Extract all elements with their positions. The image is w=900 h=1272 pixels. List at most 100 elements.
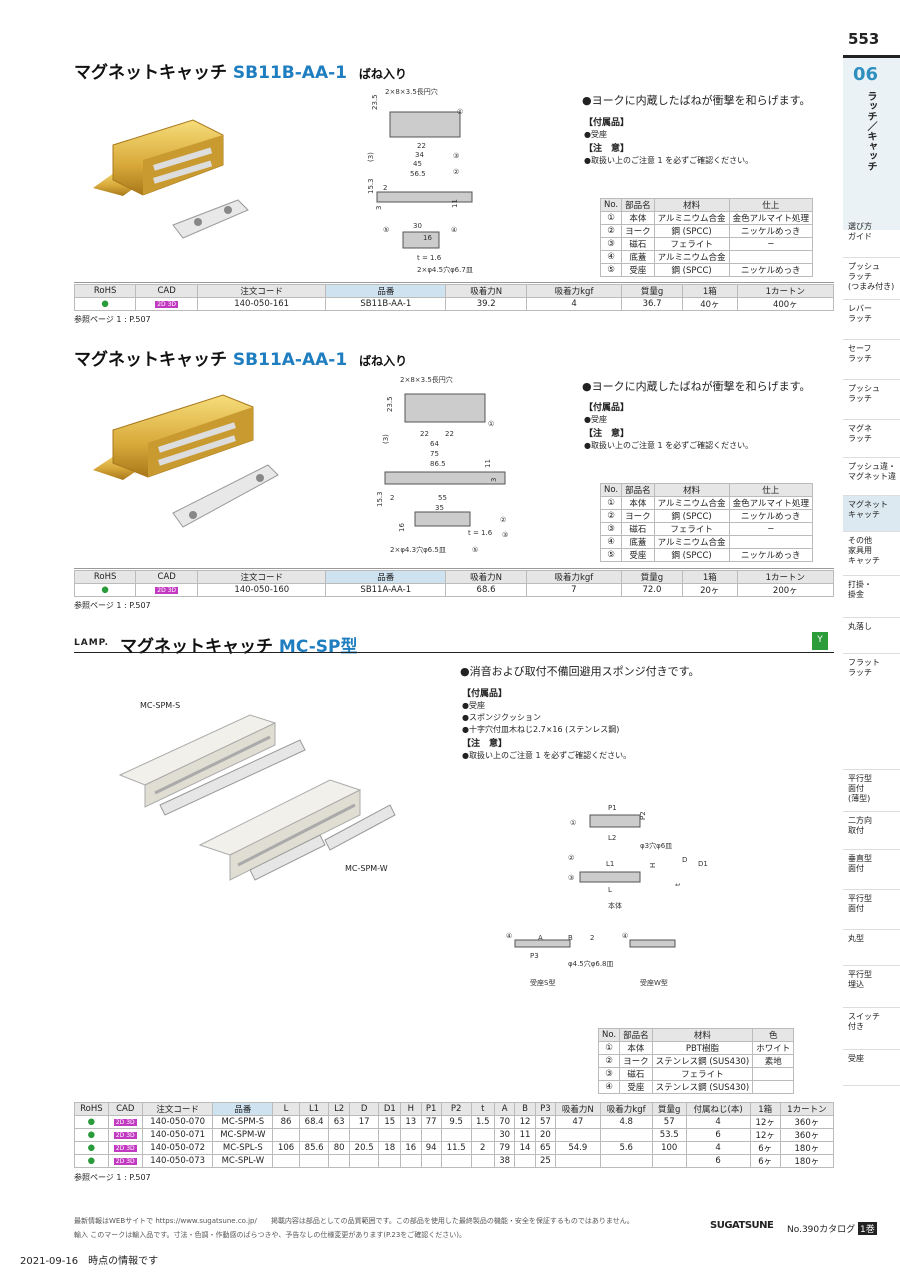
- table-cell: ヨーク: [621, 224, 655, 238]
- table-cell: アルミニウム合金: [653, 496, 730, 510]
- table-cell: 68.4: [298, 1115, 330, 1129]
- table-header-cell: RoHS: [74, 1102, 109, 1116]
- s2-ref[interactable]: 参照ページ 1 : P.507: [74, 601, 151, 610]
- s2-sub: ばね入り: [359, 354, 408, 368]
- side-nav-item[interactable]: 選び方 ガイド: [843, 218, 900, 258]
- table-header-cell: 質量g: [620, 570, 683, 584]
- side-nav-item[interactable]: 垂直型 面付: [843, 850, 900, 890]
- dimension-label: 2: [590, 934, 594, 942]
- table-cell: [470, 1128, 495, 1142]
- table-cell[interactable]: 2D 3D: [107, 1154, 143, 1168]
- table-cell: [752, 1080, 795, 1094]
- side-nav-item[interactable]: その他 家具用 キャッチ: [843, 532, 900, 576]
- table-header-cell: 部品名: [619, 1028, 653, 1042]
- footer-line-1: 最新情報はWEBサイトで https://www.sugatsune.co.jp…: [74, 1217, 634, 1225]
- s3-ref[interactable]: 参照ページ 1 : P.507: [74, 1173, 151, 1182]
- s2-accessory: ●受座: [584, 415, 607, 424]
- side-nav-item[interactable]: 平行型 面付: [843, 890, 900, 930]
- s2-notes: 【付属品】 ●受座 【注 意】 ●取扱い上のご注意 1 を必ずご確認ください。: [584, 400, 753, 452]
- dimension-label: ⑤: [472, 546, 478, 554]
- table-cell: [328, 1128, 350, 1142]
- s1-ref[interactable]: 参照ページ 1 : P.507: [74, 315, 151, 324]
- side-nav-item[interactable]: マグネ ラッチ: [843, 420, 900, 458]
- table-cell: SB11B-AA-1: [325, 297, 447, 311]
- dimension-label: ①: [488, 420, 494, 428]
- table-cell[interactable]: 2D 3D: [135, 583, 199, 597]
- dimension-label: 2: [390, 494, 394, 502]
- table-header-cell: B: [514, 1102, 536, 1116]
- s1-accessory: ●受座: [584, 130, 607, 139]
- table-cell[interactable]: 2D 3D: [135, 297, 199, 311]
- dimension-label: 15.3: [376, 491, 384, 507]
- table-cell: 11.5: [440, 1141, 472, 1155]
- table-cell: [728, 250, 813, 264]
- table-header-cell: 品番: [325, 570, 447, 584]
- dimension-label: t = 1.6: [468, 529, 493, 537]
- side-nav-item[interactable]: プッシュ ラッチ (つまみ付き): [843, 258, 900, 300]
- table-cell: 38: [493, 1154, 516, 1168]
- table-cell: 7: [525, 583, 622, 597]
- dimension-label: 本体: [608, 901, 622, 910]
- side-nav-item[interactable]: 受座: [843, 1050, 900, 1086]
- table-cell: MC-SPL-S: [212, 1141, 274, 1155]
- side-nav-item[interactable]: 打掛・ 掛金: [843, 576, 900, 618]
- table-cell: ④: [599, 535, 623, 549]
- side-nav-item[interactable]: 平行型 埋込: [843, 966, 900, 1008]
- table-cell: 9.5: [440, 1115, 472, 1129]
- dimension-label: 23.5: [386, 396, 394, 412]
- table-cell: [599, 1128, 653, 1142]
- side-nav-item[interactable]: 丸型: [843, 930, 900, 966]
- dimension-label: 2×8×3.5長円穴: [385, 87, 438, 96]
- dimension-label: 64: [430, 440, 439, 448]
- table-cell: [440, 1128, 472, 1142]
- side-nav-item[interactable]: 平行型 面付 (薄型): [843, 770, 900, 812]
- table-header-cell: 品番: [325, 284, 447, 298]
- table-cell: 4: [685, 1141, 751, 1155]
- table-cell[interactable]: 2D 3D: [107, 1141, 143, 1155]
- side-nav-item[interactable]: 二方向 取付: [843, 812, 900, 850]
- side-nav-item[interactable]: セーフ ラッチ: [843, 340, 900, 380]
- table-header-cell: L: [272, 1102, 300, 1116]
- table-cell[interactable]: 2D 3D: [107, 1115, 143, 1129]
- side-nav-item[interactable]: プッシュ違・ マグネット違: [843, 458, 900, 496]
- table-cell: ●: [74, 1154, 109, 1168]
- side-nav-item[interactable]: 丸落し: [843, 618, 900, 654]
- table-cell: [599, 1154, 653, 1168]
- s1-notes: 【付属品】 ●受座 【注 意】 ●取扱い上のご注意 1 を必ずご確認ください。: [584, 115, 753, 167]
- table-cell: ●: [74, 1115, 109, 1129]
- table-cell: 11: [514, 1128, 536, 1142]
- table-header-cell: D1: [378, 1102, 402, 1116]
- table-cell: 25: [534, 1154, 557, 1168]
- side-nav-item[interactable]: プッシュ ラッチ: [843, 380, 900, 420]
- table-cell[interactable]: 2D 3D: [107, 1128, 143, 1142]
- s2-feature: ●ヨークに内蔵したばねが衝撃を和らげます。: [582, 380, 811, 393]
- table-cell: ニッケルめっき: [728, 509, 813, 523]
- table-cell: [298, 1154, 330, 1168]
- table-cell: 65: [534, 1141, 557, 1155]
- chapter-tab[interactable]: 06 ラッチ／キャッチ: [843, 55, 900, 230]
- table-cell: 140-050-160: [197, 583, 327, 597]
- table-header-cell: 1カートン: [779, 1102, 835, 1116]
- s2-heading: マグネットキャッチ SB11A-AA-1 ばね入り: [74, 345, 407, 370]
- dimension-label: 75: [430, 450, 439, 458]
- side-nav-item[interactable]: スイッチ 付き: [843, 1008, 900, 1050]
- side-nav-item[interactable]: フラット ラッチ: [843, 654, 900, 770]
- table-cell: ●: [74, 1141, 109, 1155]
- s1-code: SB11B-AA-1: [232, 63, 347, 83]
- table-cell: ●: [73, 297, 137, 311]
- table-cell: 6ヶ: [749, 1141, 781, 1155]
- dimension-label: D: [682, 856, 687, 864]
- side-nav-item[interactable]: マグネット キャッチ: [843, 496, 900, 532]
- side-nav-item[interactable]: レバー ラッチ: [843, 300, 900, 340]
- table-cell: ②: [599, 509, 623, 523]
- table-cell: 140-050-073: [141, 1154, 214, 1168]
- table-cell: 17: [348, 1115, 380, 1129]
- table-cell: [651, 1154, 687, 1168]
